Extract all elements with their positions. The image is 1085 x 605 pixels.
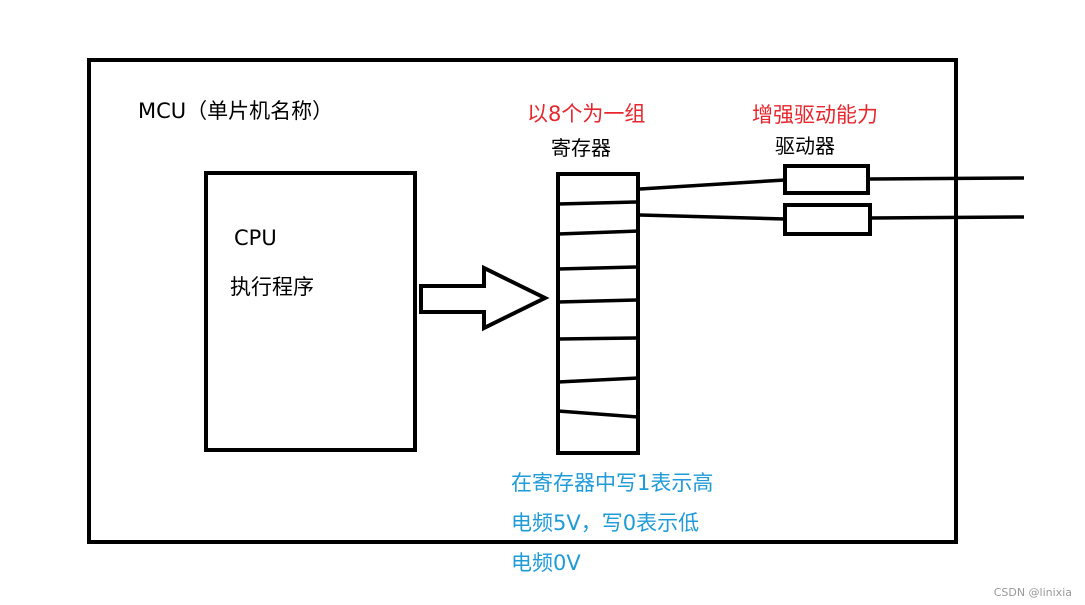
register-cell-divider (557, 336, 639, 341)
driver-label: 驱动器 (775, 134, 835, 158)
register-driver-wire (639, 213, 786, 221)
register-cell-divider (557, 298, 639, 304)
watermark: CSDN @linixia (994, 586, 1072, 599)
mcu-boundary (87, 58, 958, 544)
explanation-line: 电频0V (511, 551, 581, 575)
driver-note: 增强驱动能力 (752, 103, 878, 127)
cpu-block (204, 171, 417, 452)
driver-block (783, 203, 872, 236)
register-group-note: 以8个为一组 (527, 102, 645, 126)
mcu-label: MCU（单片机名称） (138, 99, 333, 123)
output-pin-line (867, 176, 1025, 181)
register-label: 寄存器 (551, 136, 611, 160)
register-driver-wire (639, 178, 786, 191)
output-pin-line (869, 215, 1025, 220)
data-flow-arrow (419, 264, 550, 332)
explanation-line: 在寄存器中写1表示高 (511, 471, 713, 495)
cpu-subtitle: 执行程序 (230, 275, 314, 299)
driver-block (783, 164, 870, 195)
register-outline (556, 172, 640, 455)
register-cell-divider (557, 265, 639, 271)
explanation-line: 电频5V，写0表示低 (511, 511, 699, 535)
cpu-title: CPU (234, 226, 277, 250)
register-cell-divider (557, 200, 639, 206)
register-cell-divider (557, 409, 639, 419)
register-cell-divider (557, 376, 639, 384)
register-column (556, 172, 640, 455)
register-cell-divider (557, 229, 639, 236)
